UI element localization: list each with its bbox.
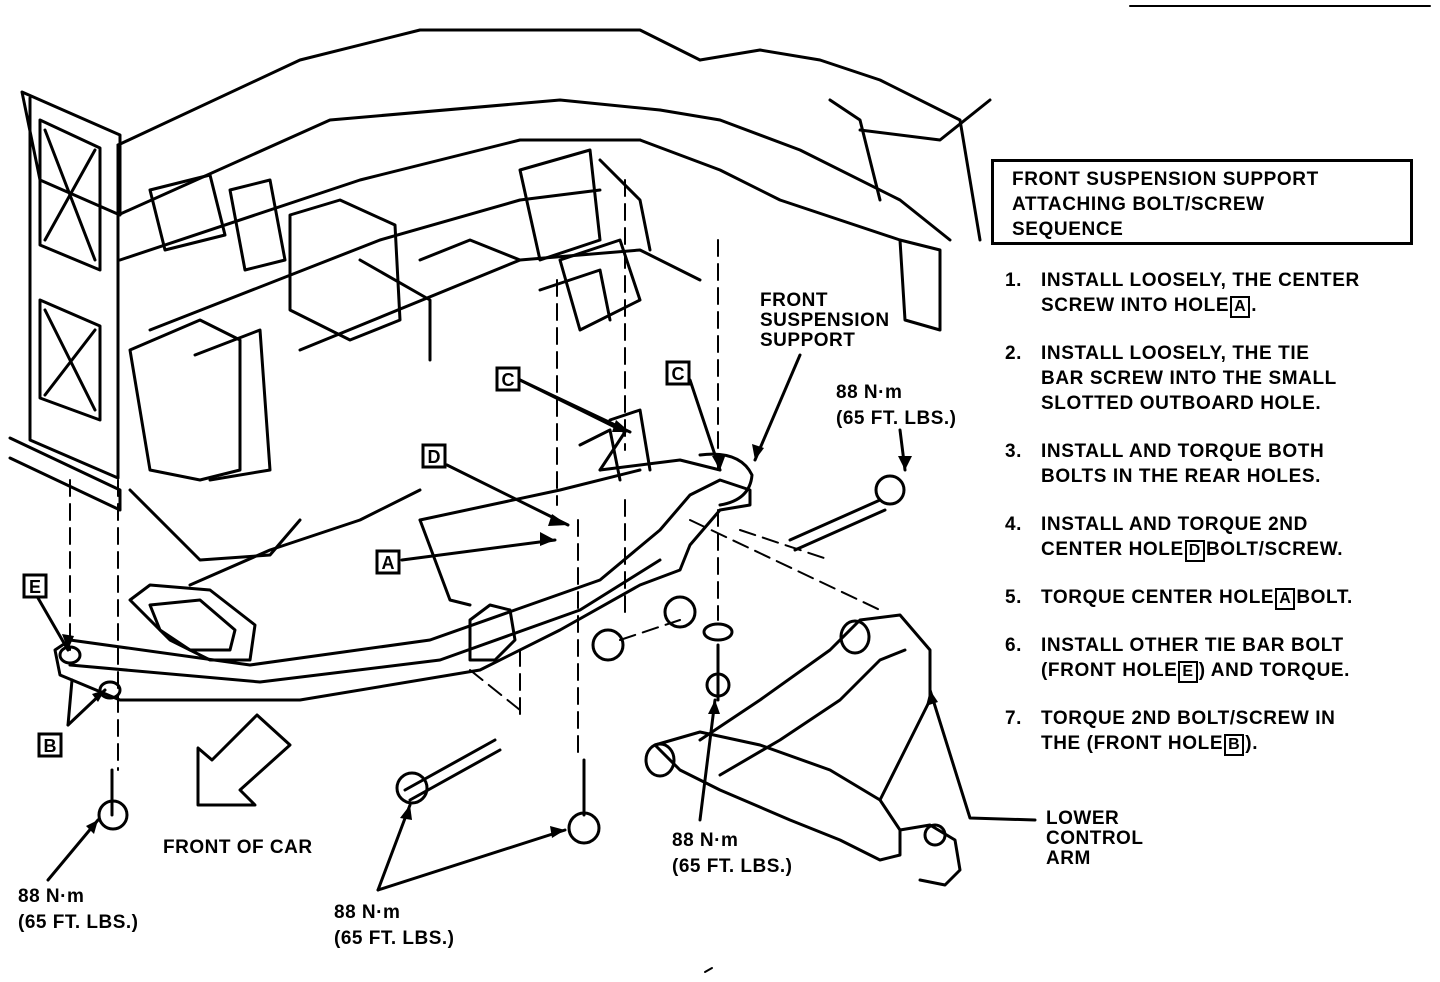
svg-text:B: B bbox=[44, 736, 57, 756]
svg-text:88 N·m: 88 N·m bbox=[836, 382, 902, 403]
front-of-car-arrow bbox=[196, 713, 292, 807]
svg-text:C: C bbox=[672, 364, 685, 384]
label-front-of-car: FRONT OF CAR bbox=[163, 837, 313, 858]
label-front-suspension-support: FRONT SUSPENSION SUPPORT bbox=[760, 290, 890, 351]
svg-text:(65 FT. LBS.): (65 FT. LBS.) bbox=[672, 856, 793, 877]
hole-letter-d: D bbox=[421, 443, 447, 469]
svg-text:LOWER: LOWER bbox=[1046, 808, 1119, 829]
hole-letter-c2: C bbox=[665, 360, 691, 386]
hole-ref-box: A bbox=[1230, 296, 1251, 318]
hole-letter-e: E bbox=[22, 573, 48, 599]
step-1: 1. INSTALL LOOSELY, THE CENTER SCREW INT… bbox=[1005, 270, 1360, 318]
svg-text:E: E bbox=[29, 577, 41, 597]
svg-text:C: C bbox=[502, 370, 515, 390]
label-torque-center: 88 N·m (65 FT. LBS.) bbox=[334, 902, 455, 949]
svg-text:(65 FT. LBS.): (65 FT. LBS.) bbox=[334, 928, 455, 949]
hole-letter-c1: C bbox=[495, 366, 521, 392]
bolts bbox=[97, 474, 906, 845]
hole-letter-b: B bbox=[37, 732, 63, 758]
svg-text:(65 FT. LBS.): (65 FT. LBS.) bbox=[18, 912, 139, 933]
label-torque-control-arm: 88 N·m (65 FT. LBS.) bbox=[672, 830, 793, 877]
svg-text:SUPPORT: SUPPORT bbox=[760, 330, 855, 351]
svg-text:ARM: ARM bbox=[1046, 848, 1091, 869]
svg-text:88 N·m: 88 N·m bbox=[334, 902, 400, 923]
alignment-lines bbox=[69, 179, 881, 771]
lower-control-arm bbox=[644, 613, 962, 887]
step-7: 7. TORQUE 2ND BOLT/SCREW IN THE (FRONT H… bbox=[1005, 708, 1336, 756]
label-torque-right: 88 N·m (65 FT. LBS.) bbox=[836, 382, 957, 429]
label-lower-control-arm: LOWER CONTROL ARM bbox=[1046, 808, 1143, 869]
suspension-support bbox=[53, 408, 754, 702]
sequence-title-line: ATTACHING BOLT/SCREW bbox=[1012, 194, 1265, 215]
svg-text:88 N·m: 88 N·m bbox=[672, 830, 738, 851]
hole-ref-box: A bbox=[1275, 588, 1296, 610]
svg-text:(65 FT. LBS.): (65 FT. LBS.) bbox=[836, 408, 957, 429]
svg-text:CONTROL: CONTROL bbox=[1046, 828, 1143, 849]
svg-text:88 N·m: 88 N·m bbox=[18, 886, 84, 907]
hole-ref-box: D bbox=[1184, 540, 1205, 562]
step-3: 3. INSTALL AND TORQUE BOTH BOLTS IN THE … bbox=[1005, 441, 1325, 487]
sequence-title-line: SEQUENCE bbox=[1012, 219, 1124, 240]
sequence-steps: 1. INSTALL LOOSELY, THE CENTER SCREW INT… bbox=[1005, 268, 1435, 779]
svg-text:SUSPENSION: SUSPENSION bbox=[760, 310, 890, 331]
hole-ref-box: E bbox=[1178, 661, 1198, 683]
svg-text:A: A bbox=[382, 553, 395, 573]
label-torque-left: 88 N·m (65 FT. LBS.) bbox=[18, 886, 139, 933]
svg-text:FRONT: FRONT bbox=[760, 290, 828, 311]
sequence-title-box: FRONT SUSPENSION SUPPORT ATTACHING BOLT/… bbox=[991, 159, 1413, 245]
sequence-title-line: FRONT SUSPENSION SUPPORT bbox=[1012, 169, 1319, 190]
step-2: 2. INSTALL LOOSELY, THE TIE BAR SCREW IN… bbox=[1005, 343, 1337, 414]
hole-ref-box: B bbox=[1224, 734, 1245, 756]
body-frame bbox=[8, 28, 992, 587]
leader-lines bbox=[36, 353, 1037, 892]
arrowheads bbox=[62, 420, 938, 838]
hole-letter-a: A bbox=[375, 549, 401, 575]
step-6: 6. INSTALL OTHER TIE BAR BOLT (FRONT HOL… bbox=[1005, 635, 1351, 683]
svg-text:D: D bbox=[428, 447, 441, 467]
